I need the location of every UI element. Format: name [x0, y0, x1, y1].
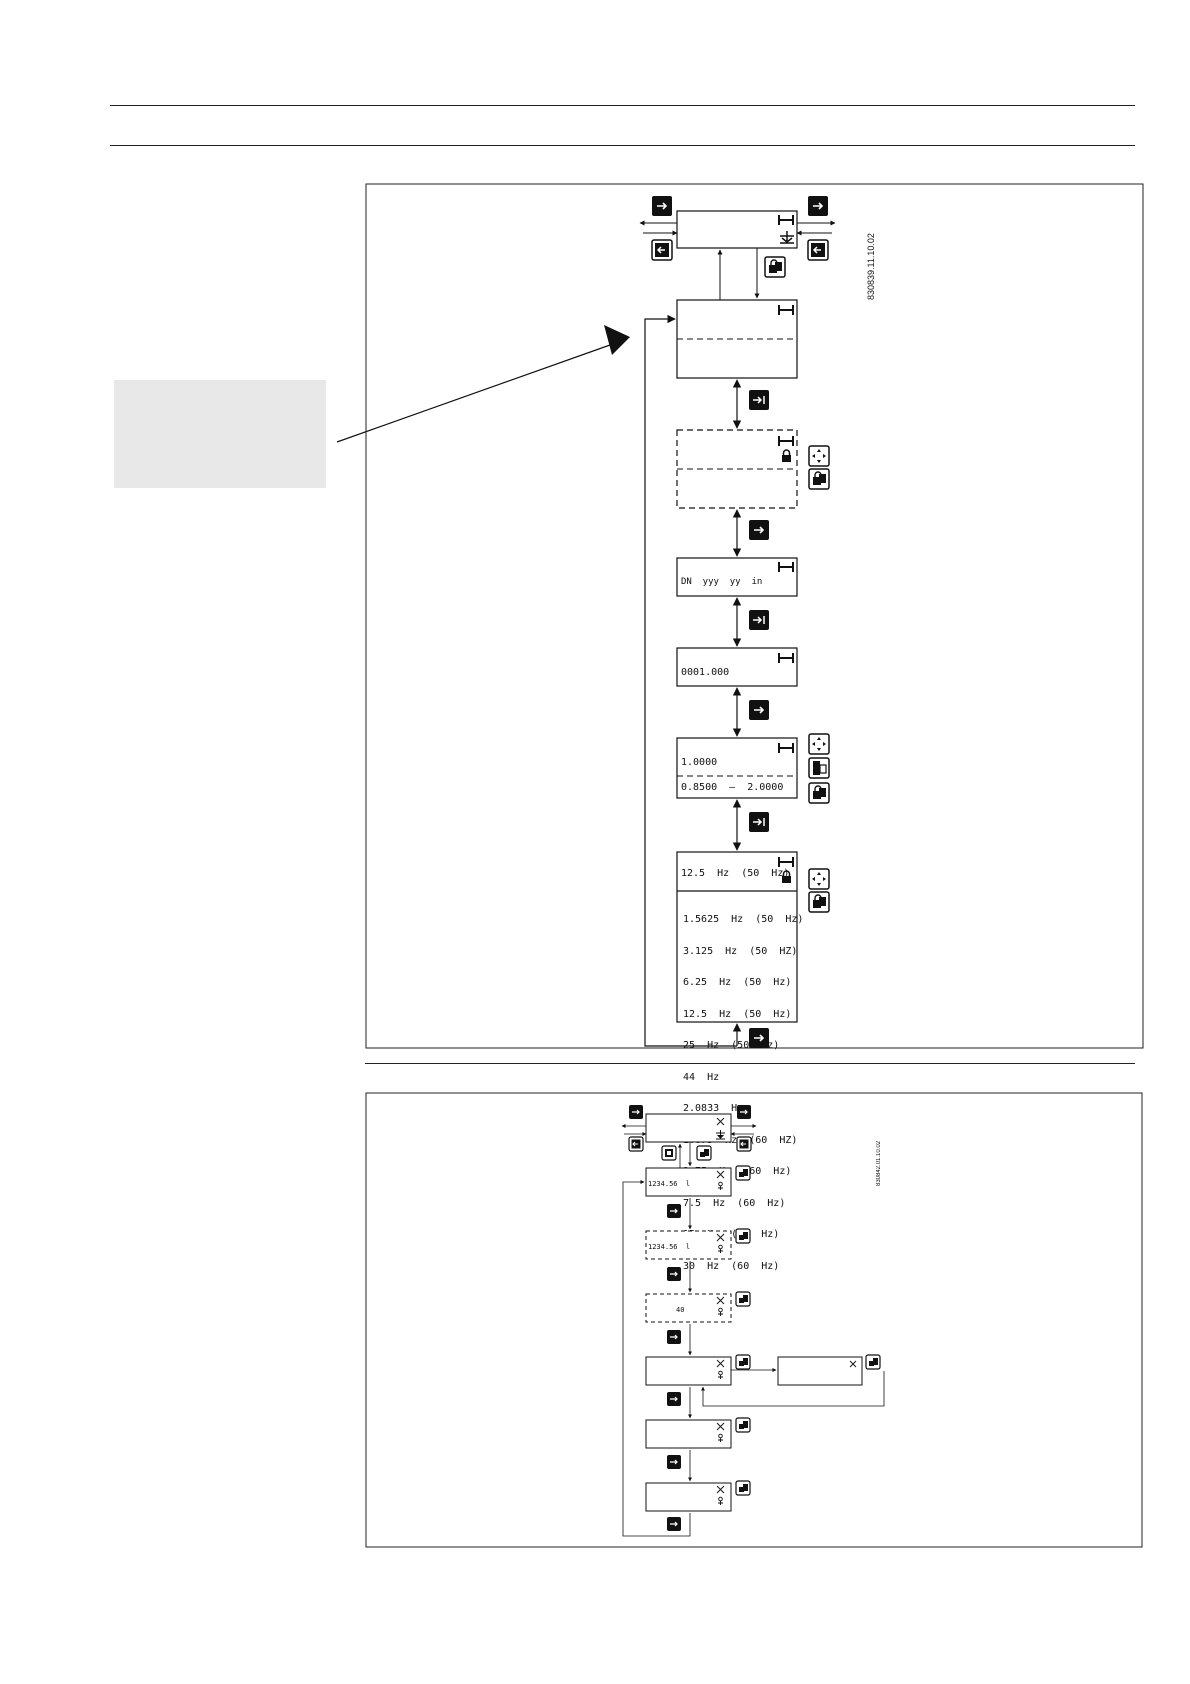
- counter-box-6: [645, 1482, 732, 1512]
- counter-box-4: [645, 1356, 732, 1386]
- lock-key-icon: [735, 1480, 751, 1496]
- lock-key-icon: [735, 1291, 751, 1307]
- counter-value-2-text: 1234.56 l: [648, 1243, 691, 1251]
- frequency-option: 30 Hz (60 Hz): [683, 1260, 780, 1272]
- frequency-option: 12.5 Hz (50 Hz): [683, 1008, 792, 1020]
- header-rule-bottom: [110, 145, 1135, 146]
- frequency-box: [676, 851, 798, 1023]
- size-box: [676, 557, 798, 597]
- arrow-right-key-icon: [666, 1329, 682, 1345]
- arrow-right-key-icon: [666, 1454, 682, 1470]
- bottom-head-box: [645, 1113, 732, 1143]
- frequency-option: 7.5 Hz (60 Hz): [683, 1197, 786, 1209]
- frequency-selected-text: 12.5 Hz (50 Hz): [681, 868, 790, 879]
- factor-box: [676, 737, 798, 799]
- lock-key-icon: [735, 1228, 751, 1244]
- factor-range-text: 0.8500 – 2.0000: [681, 782, 784, 793]
- sub-box: [777, 1356, 863, 1386]
- lock-key-icon: [735, 1354, 751, 1370]
- counter-box-1: [645, 1167, 732, 1197]
- counter-box-3: [645, 1293, 732, 1323]
- lock-key-icon: [696, 1145, 712, 1161]
- bottom-ref-code: 830842.01.10.02: [876, 1140, 882, 1186]
- counter-box-2: [645, 1230, 732, 1260]
- counter-value-1-text: 1234.56 l: [648, 1180, 691, 1188]
- calibration-value-text: 0001.000: [681, 667, 730, 678]
- back-key-icon: [628, 1136, 644, 1152]
- head-display-box: [676, 210, 798, 249]
- side-note-panel: [114, 380, 326, 488]
- factor-value-text: 1.0000: [681, 757, 718, 768]
- size-display-text: DN yyy yy in: [681, 577, 763, 587]
- arrow-right-key-icon: [628, 1104, 644, 1120]
- calibration-box: [676, 647, 798, 687]
- arrow-right-key-icon: [736, 1104, 752, 1120]
- bottom-frame: [365, 1092, 1143, 1548]
- frequency-option: 6.25 Hz (50 Hz): [683, 977, 792, 988]
- back-key-icon: [736, 1136, 752, 1152]
- middle-rule: [365, 1063, 1135, 1064]
- frequency-options-list: 1.5625 Hz (50 Hz) 3.125 Hz (50 HZ) 6.25 …: [683, 894, 803, 1283]
- counter-box-5: [645, 1419, 732, 1449]
- arrow-right-key-icon: [666, 1391, 682, 1407]
- page-key-icon: [661, 1145, 677, 1161]
- arrow-right-key-icon: [666, 1266, 682, 1282]
- counter-value-3-text: 40: [676, 1306, 685, 1314]
- frequency-option: 25 Hz (50 Hz): [683, 1040, 780, 1051]
- header-rule-top: [110, 105, 1135, 106]
- frequency-option: 3.125 Hz (50 HZ): [683, 945, 798, 957]
- lock-key-icon: [735, 1165, 751, 1181]
- lock-key-icon: [865, 1354, 881, 1370]
- arrow-right-key-icon: [666, 1516, 682, 1532]
- frequency-option: 44 Hz: [683, 1071, 720, 1083]
- lock-key-icon: [735, 1417, 751, 1433]
- frequency-option: 1.5625 Hz (50 Hz): [683, 914, 804, 925]
- arrow-right-key-icon: [666, 1203, 682, 1219]
